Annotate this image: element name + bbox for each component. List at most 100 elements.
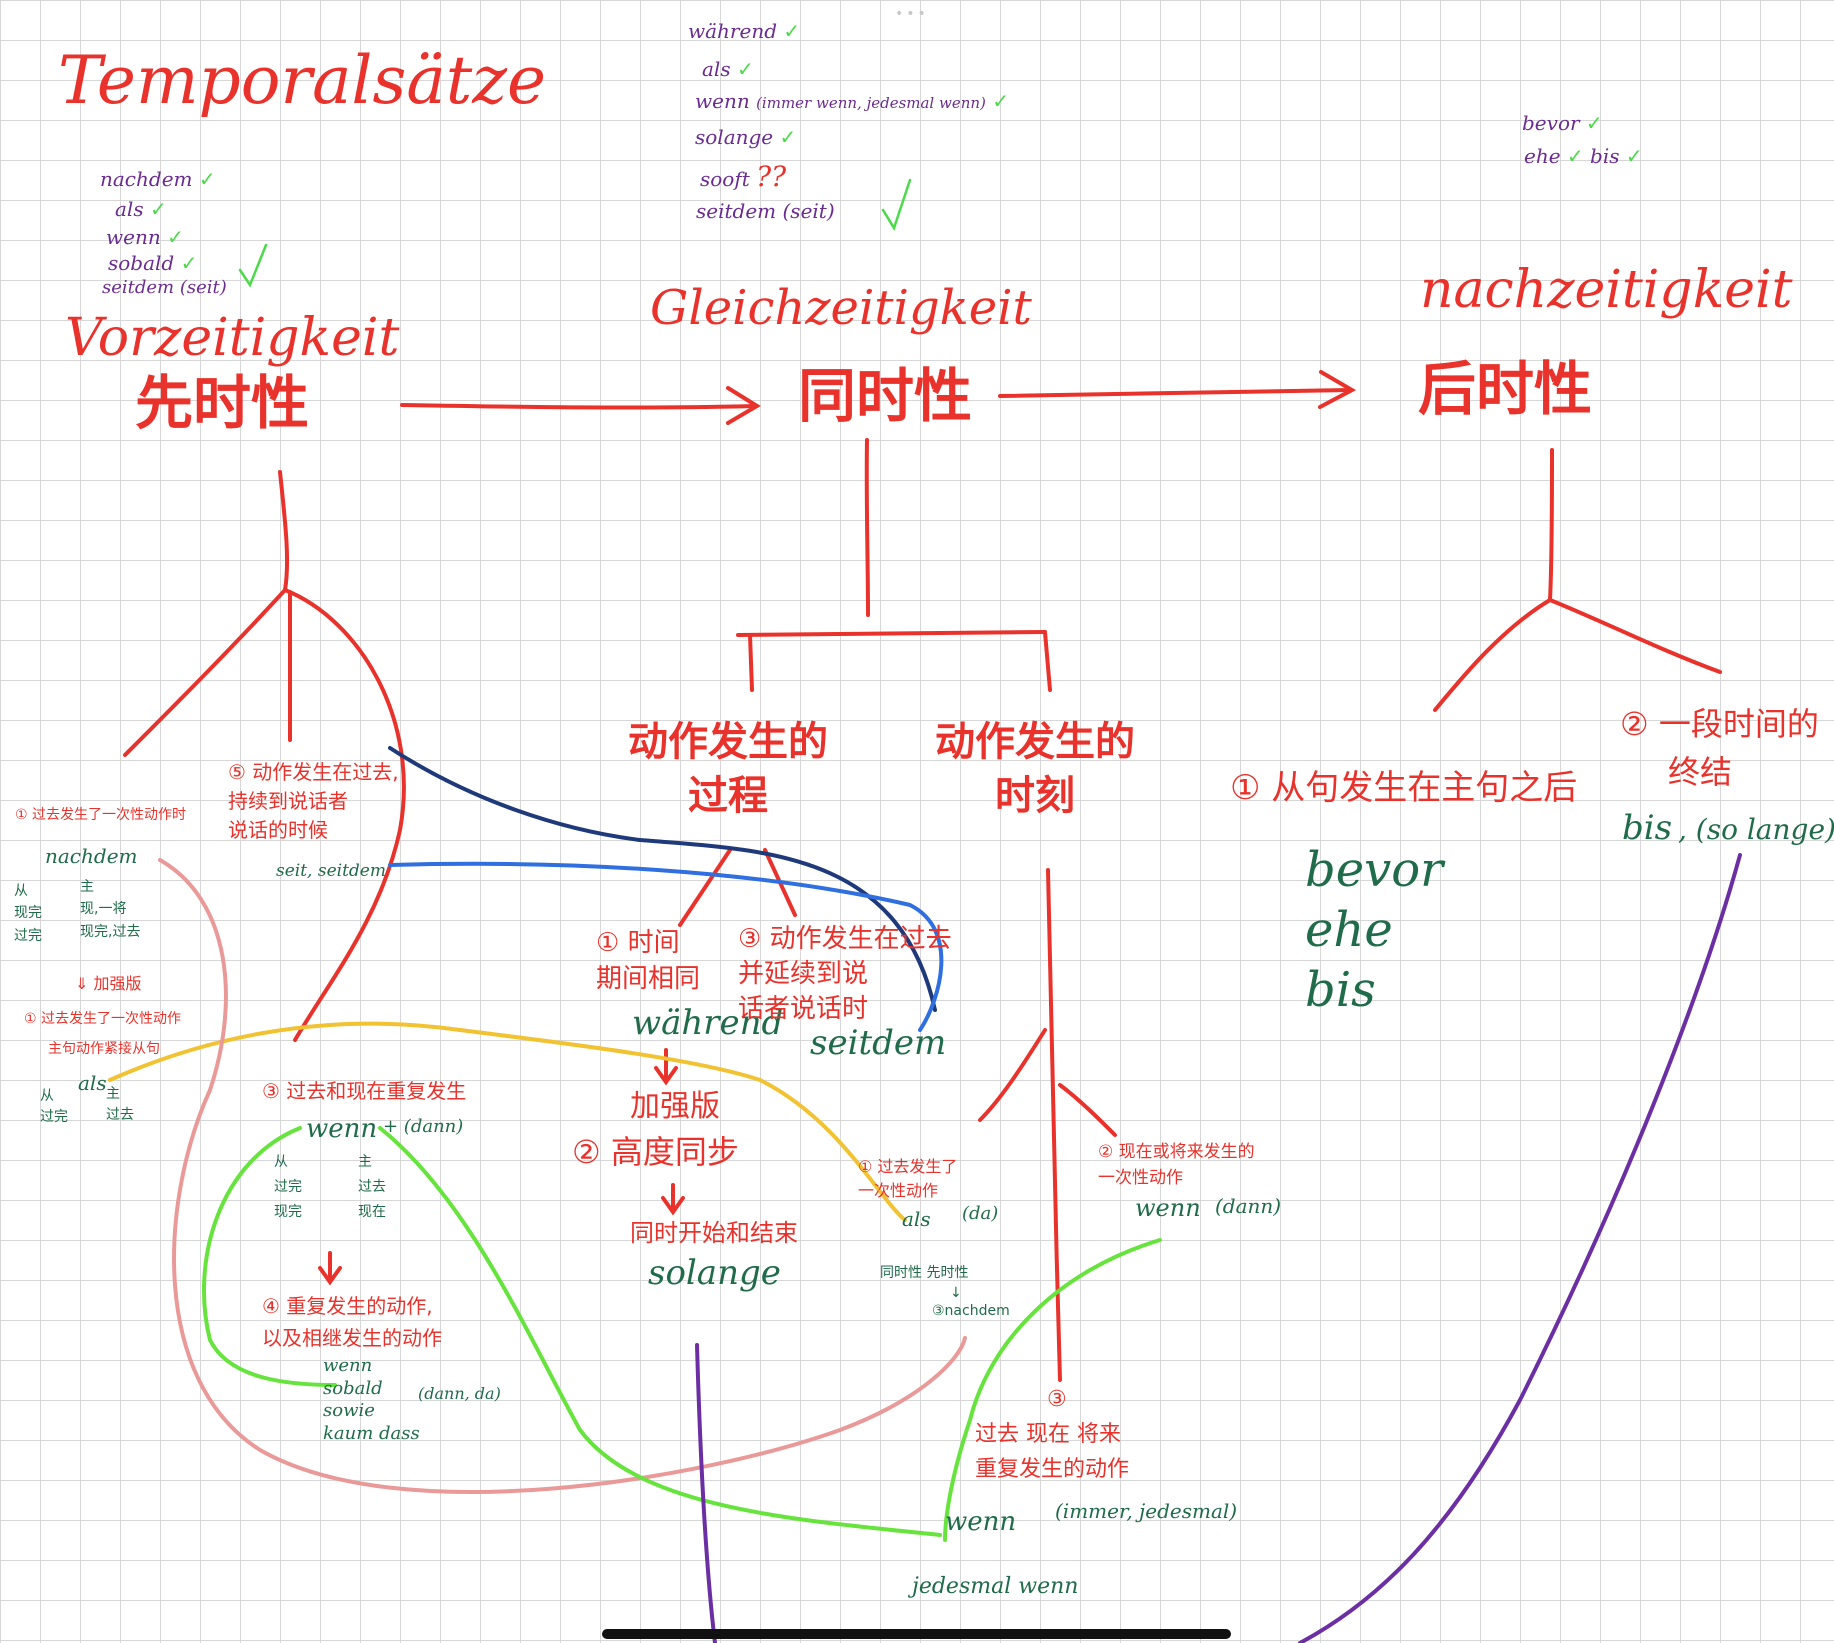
vor-b5-word: seit, seitdem [276, 861, 386, 881]
gleich-p3-word: seitdem [810, 1023, 947, 1063]
vor-branch-left [123, 588, 287, 757]
gleich-bar [736, 630, 1047, 637]
gleich-right-drop [1043, 630, 1052, 692]
nach-right [1548, 598, 1722, 674]
gleich-m3-extra: (immer, jedesmal) [1055, 1499, 1238, 1523]
gleich-process-heading: 动作发生的过程 [628, 719, 828, 819]
gleich-p1-word: während [632, 1003, 784, 1043]
lime-link-left [202, 1126, 337, 1387]
vor-b3-left: 从过完现完 [274, 1154, 302, 1221]
page-title: Temporalsätze [58, 42, 547, 119]
moment-right [1058, 1083, 1117, 1137]
gleich-list-item: während ✓ [688, 19, 801, 43]
moment-stem [1046, 868, 1062, 1382]
gleich-left-drop [748, 633, 754, 692]
vor-b1-word: nachdem [45, 844, 138, 868]
gleich-list-item: sooft ?? [700, 160, 787, 193]
nach-list-item: bevor ✓ [1522, 111, 1603, 135]
nach-heading-cn: 后时性 [1418, 355, 1593, 423]
gleich-m1-word: als [902, 1207, 931, 1231]
arrowhead-gleich-nach [1318, 370, 1357, 409]
lime-link-mid [378, 1126, 942, 1537]
vor-b4-extra: (dann, da) [418, 1384, 501, 1403]
nach-n2-word: bis [1622, 808, 1673, 848]
plus-arrow-down [654, 1048, 678, 1086]
b4-arrow-down [318, 1251, 342, 1286]
vor-b3-word: wenn [306, 1114, 378, 1144]
gleich-list-item: wenn (immer wenn, jedesmal wenn) ✓ [695, 89, 1010, 113]
gleich-list-item: seitdem (seit) [696, 199, 835, 223]
gleich-m1-sub: 同时性 先时性 [880, 1265, 969, 1281]
gleich-m1-sub-arrow: ↓ [950, 1285, 962, 1301]
gleich-p2-label: ② 高度同步 [572, 1133, 739, 1171]
vor-list-item: seitdem (seit) [102, 277, 227, 298]
vor-list-item: sobald ✓ [108, 251, 198, 275]
vor-list-item: als ✓ [115, 197, 167, 221]
vor-stem [278, 470, 290, 592]
gleich-m3-word: wenn [945, 1507, 1017, 1537]
moment-left [978, 1028, 1047, 1122]
gleich-m1-sub-note: ③nachdem [932, 1303, 1010, 1319]
gleich-stem [864, 438, 870, 617]
gleich-list-item: solange ✓ [695, 125, 797, 149]
yellow-link [108, 1021, 907, 1222]
window-dots[interactable]: ••• [895, 6, 929, 22]
nach-n2-label: ② 一段时间的终结 [1620, 705, 1819, 791]
gleich-m1-label: ① 过去发生了一次性动作 [858, 1157, 958, 1200]
gleich-m2-extra: (dann) [1215, 1194, 1282, 1218]
proc-left [678, 848, 732, 927]
gleich-m2-label: ② 现在或将来发生的一次性动作 [1098, 1142, 1255, 1188]
pink-link [158, 858, 967, 1494]
vor-b1-upgrade: ⇓ 加强版 [75, 974, 142, 993]
arrowhead-vor-gleich [726, 386, 761, 425]
gleich-plus-label: 加强版 [630, 1089, 720, 1124]
gleich-moment-heading: 动作发生的时刻 [935, 719, 1135, 819]
lime-link-right [943, 1238, 1162, 1542]
vor-b1-label: ① 过去发生了一次性动作时 [15, 807, 187, 823]
violet-link-right [1298, 853, 1742, 1643]
nach-left [1433, 598, 1552, 712]
nach-heading: nachzeitigkeit [1420, 260, 1793, 320]
vor-b2-right: 主过去 [106, 1086, 134, 1123]
gleich-p3-label: ③ 动作发生在过去并延续到说话者说话时 [738, 924, 952, 1025]
vor-list-item: nachdem ✓ [100, 167, 216, 191]
vor-b2-left: 从过完 [40, 1088, 68, 1125]
gleich-sim-label: 同时开始和结束 [630, 1219, 798, 1247]
blue-link [388, 861, 944, 1032]
vor-b5-label: ⑤ 动作发生在过去,持续到说话者说话的时候 [228, 760, 399, 842]
home-indicator[interactable] [602, 1629, 1231, 1639]
nach-n2-extra: , (so lange) [1678, 813, 1834, 846]
nach-stem [1548, 448, 1554, 602]
gleich-p1-label: ① 时间期间相同 [596, 928, 701, 995]
nach-list-item: ehe ✓ bis ✓ [1524, 144, 1643, 168]
vor-b2-label-2: 主句动作紧接从句 [48, 1041, 160, 1057]
violet-link-left [695, 1343, 717, 1643]
navy-link [388, 746, 937, 1012]
vor-b1-left: 从现完过完 [14, 883, 42, 944]
vor-b3-extra: + (dann) [383, 1116, 464, 1137]
gleich-m3-bottom: jedesmal wenn [912, 1574, 1079, 1599]
arrow-vor-to-gleich [400, 403, 757, 410]
vor-b1-right: 主现,一将现完,过去 [80, 879, 141, 940]
vor-list-item: wenn ✓ [106, 225, 184, 249]
gleich-heading-cn: 同时性 [798, 362, 973, 430]
vor-b2-word: als [78, 1071, 107, 1095]
gleich-p2-word: solange [648, 1253, 781, 1293]
vor-b4-label: ④ 重复发生的动作,以及相继发生的动作 [262, 1294, 442, 1350]
vor-b3-right: 主过去现在 [358, 1154, 386, 1221]
vor-branch-right [283, 588, 406, 1042]
vor-heading-cn: 先时性 [135, 369, 310, 437]
check-mark-gleich-list [881, 178, 912, 231]
gleich-m1-extra: (da) [962, 1203, 999, 1224]
sim-arrow-down [661, 1183, 685, 1216]
vor-heading: Vorzeitigkeit [65, 308, 400, 368]
vor-b3-label: ③ 过去和现在重复发生 [262, 1079, 467, 1103]
gleich-heading: Gleichzeitigkeit [650, 280, 1032, 336]
arrow-gleich-to-nach [998, 388, 1352, 398]
check-mark-vor-list [238, 243, 268, 288]
